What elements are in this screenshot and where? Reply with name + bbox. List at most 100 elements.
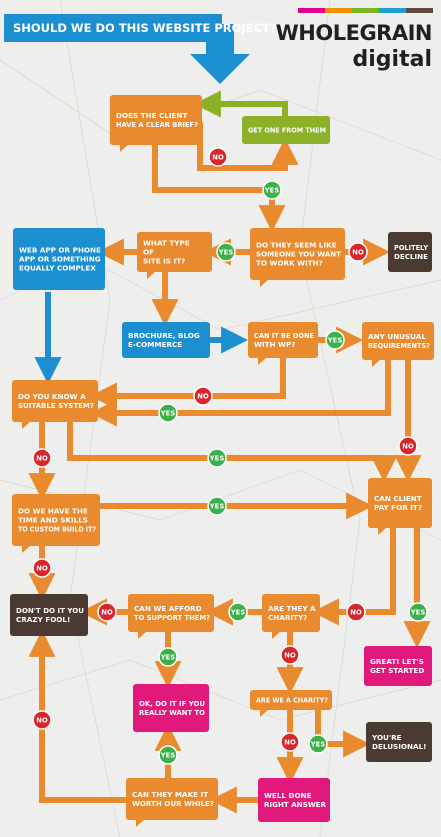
node-text: GREAT! LET'S <box>370 657 424 666</box>
badge-circle <box>308 734 328 754</box>
no-badge: NO <box>208 147 228 167</box>
node-box <box>258 778 330 822</box>
badge-label: NO <box>212 154 224 162</box>
yes-badge: YES <box>207 448 227 468</box>
node-text: WEB APP OR PHONE <box>19 246 101 255</box>
node-box <box>126 778 218 820</box>
badge-circle <box>207 496 227 516</box>
node-text: GET ONE FROM THEM <box>248 126 326 135</box>
speech-tail <box>378 527 387 535</box>
node-text: EQUALLY COMPLEX <box>19 264 96 273</box>
badge-circle <box>158 745 178 765</box>
badge-circle <box>346 602 366 622</box>
node-box <box>368 478 432 528</box>
badge-label: YES <box>410 609 426 617</box>
conn-unusual-yes <box>89 360 391 427</box>
badge-label: YES <box>327 337 343 345</box>
node-box <box>262 594 320 632</box>
badge-circle <box>193 386 213 406</box>
brand-line2: digital <box>353 47 432 72</box>
yes-badge: YES <box>325 330 345 350</box>
badge-label: YES <box>218 249 234 257</box>
badge-circle <box>208 147 228 167</box>
node-text: CRAZY FOOL! <box>16 615 70 624</box>
speech-tail <box>136 819 145 827</box>
node-text: ARE THEY A <box>268 604 316 613</box>
brand-line1: WHOLEGRAIN <box>276 21 432 45</box>
node-text: CHARITY? <box>268 613 307 622</box>
badge-label: YES <box>160 752 176 760</box>
page-title: SHOULD WE DO THIS WEBSITE PROJECT? <box>13 21 277 35</box>
node-text: YOU'RE <box>371 733 402 742</box>
node-text: HAVE A CLEAR BRIEF? <box>116 120 198 129</box>
node-box <box>364 646 432 686</box>
node-box <box>122 322 210 358</box>
blue-connectors <box>34 292 249 385</box>
no-badge: NO <box>97 602 117 622</box>
badge-circle <box>97 602 117 622</box>
badge-circle <box>398 436 418 456</box>
badge-label: NO <box>402 443 414 451</box>
conn-getone-brief <box>193 90 288 118</box>
yes-badge: YES <box>207 496 227 516</box>
yes-badge: YES <box>216 242 236 262</box>
node-box <box>388 232 432 272</box>
node-box <box>13 228 105 290</box>
badge-circle <box>348 242 368 262</box>
yes-badge: YES <box>158 403 178 423</box>
badge-label: YES <box>160 654 176 662</box>
node-text: CAN THEY MAKE IT <box>132 790 208 799</box>
badge-circle <box>280 645 300 665</box>
node-text: TIME AND SKILLS <box>18 516 88 525</box>
badge-circle <box>408 602 428 622</box>
speech-tail <box>22 421 31 429</box>
badge-circle <box>158 403 178 423</box>
node-text: CAN IT BE DONE <box>254 331 314 340</box>
badge-circle <box>158 647 178 667</box>
badge-label: NO <box>36 565 48 573</box>
node-box <box>250 228 345 280</box>
no-badge: NO <box>32 710 52 730</box>
no-badge: NO <box>346 602 366 622</box>
badge-label: YES <box>209 503 225 511</box>
speech-tail <box>272 631 281 639</box>
node-text: DO YOU KNOW A <box>18 392 86 401</box>
speech-tail <box>260 279 269 287</box>
node-text: ANY UNUSUAL <box>368 332 426 341</box>
node-text: ARE WE A CHARITY? <box>256 696 328 705</box>
badge-label: YES <box>230 609 246 617</box>
node-box <box>133 684 209 732</box>
badge-circle <box>32 558 52 578</box>
node-text: CAN CLIENT <box>374 494 422 503</box>
node-get-one: GET ONE FROM THEM <box>242 116 330 144</box>
node-box <box>248 322 318 358</box>
badge-circle <box>262 180 282 200</box>
title-banner: SHOULD WE DO THIS WEBSITE PROJECT? <box>4 14 277 84</box>
node-text: WELL DONE <box>264 791 312 800</box>
badge-label: NO <box>284 739 296 747</box>
speech-tail <box>120 144 129 152</box>
node-we-charity: ARE WE A CHARITY? <box>250 690 332 717</box>
speech-tail <box>147 271 156 279</box>
node-text: OK, DO IT IF YOU <box>139 699 205 708</box>
badge-label: NO <box>350 609 362 617</box>
node-box <box>10 594 88 636</box>
no-badge: NO <box>348 242 368 262</box>
node-text: SOMEONE YOU WANT <box>256 250 341 259</box>
node-box <box>250 690 332 710</box>
no-badge: NO <box>193 386 213 406</box>
node-text: TO SUPPORT THEM? <box>134 613 210 622</box>
node-text: TO CUSTOM BUILD IT? <box>18 525 96 534</box>
